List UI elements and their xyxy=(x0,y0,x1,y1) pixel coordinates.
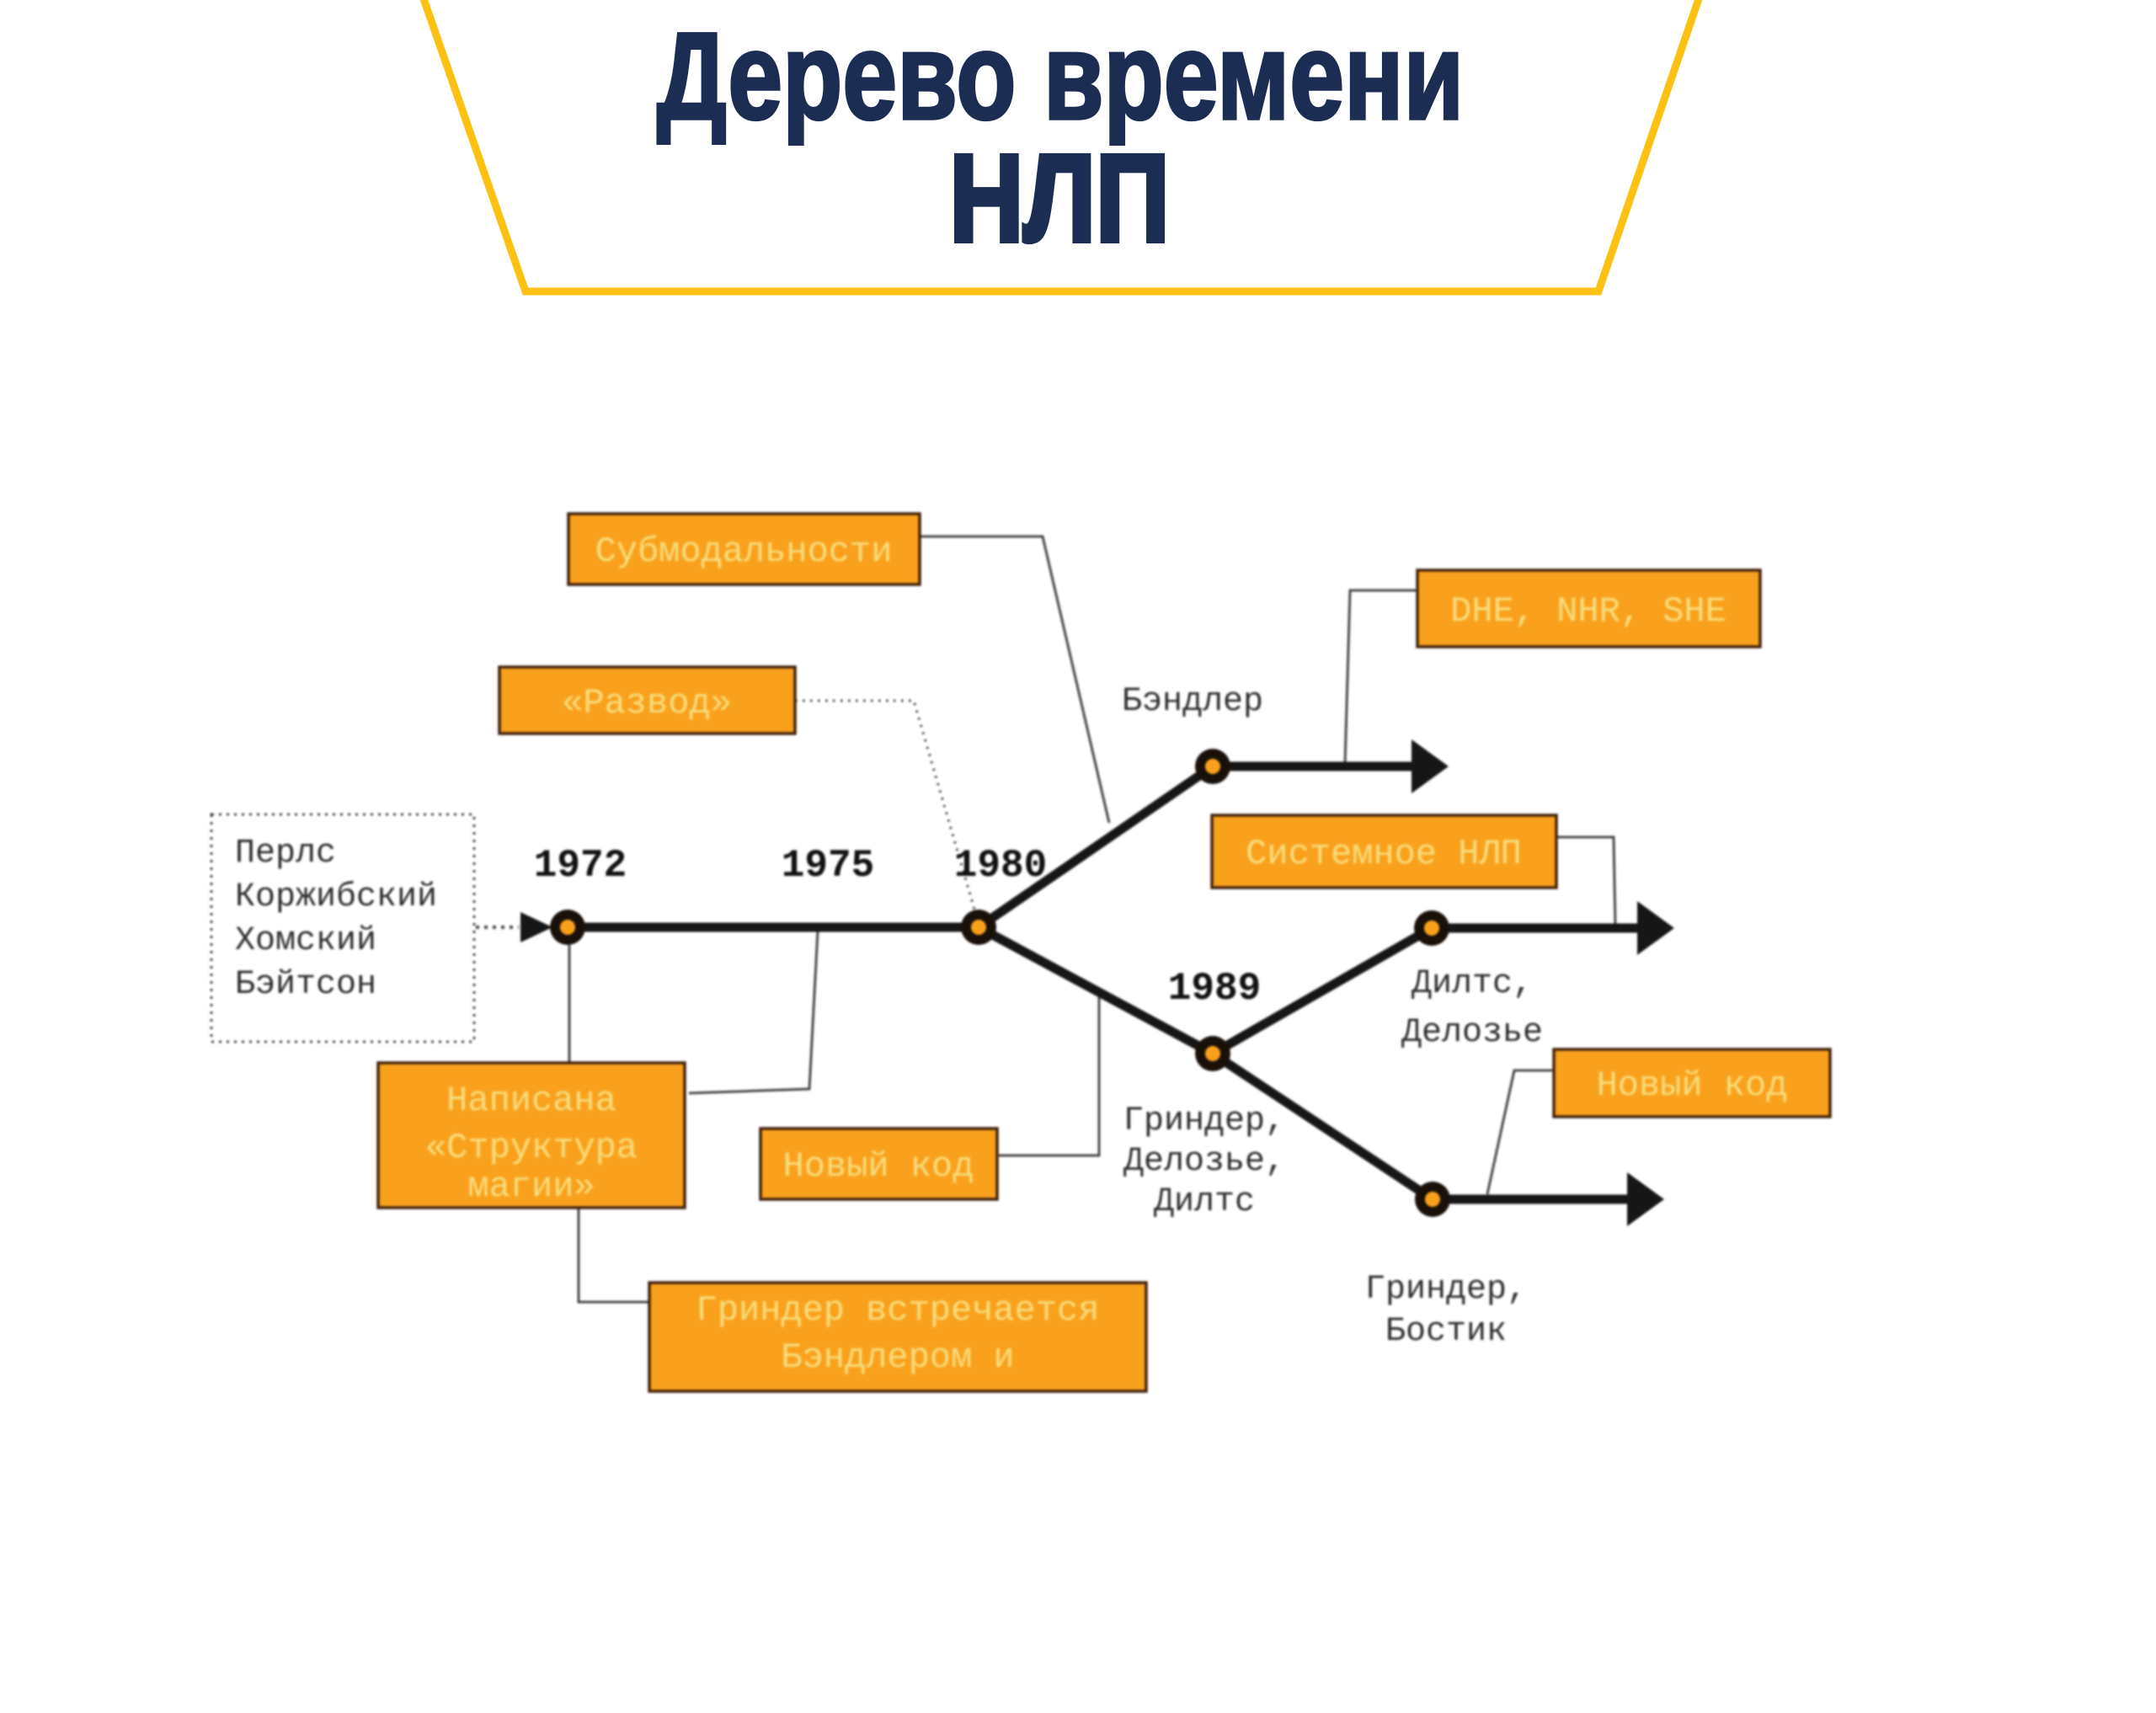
svg-text:Делозье,: Делозье, xyxy=(1123,1143,1285,1181)
svg-text:Делозье: Делозье xyxy=(1401,1014,1543,1052)
svg-text:Новый код: Новый код xyxy=(1597,1065,1788,1106)
svg-text:Бэндлером и: Бэндлером и xyxy=(781,1337,1014,1378)
svg-text:Гриндер встречается: Гриндер встречается xyxy=(696,1290,1100,1331)
svg-text:Дилтс: Дилтс xyxy=(1154,1183,1255,1221)
svg-text:DHE, NHR, SHE: DHE, NHR, SHE xyxy=(1450,591,1726,632)
svg-text:Хомский: Хомский xyxy=(235,922,376,960)
svg-text:«Структура: «Структура xyxy=(425,1128,638,1168)
svg-text:Системное НЛП: Системное НЛП xyxy=(1246,834,1522,874)
svg-text:Субмодальности: Субмодальности xyxy=(595,531,893,572)
svg-text:1980: 1980 xyxy=(954,844,1047,888)
svg-text:Коржибский: Коржибский xyxy=(235,878,437,916)
svg-text:«Развод»: «Развод» xyxy=(562,683,732,723)
svg-text:Новый код: Новый код xyxy=(783,1146,974,1187)
svg-text:1972: 1972 xyxy=(534,844,627,888)
svg-text:Написана: Написана xyxy=(446,1081,616,1121)
svg-text:Перлс: Перлс xyxy=(235,835,336,873)
svg-text:Бэйтсон: Бэйтсон xyxy=(235,966,376,1004)
svg-text:Гриндер,: Гриндер, xyxy=(1123,1102,1285,1140)
svg-text:Бостик: Бостик xyxy=(1385,1313,1507,1351)
svg-text:Бэндлер: Бэндлер xyxy=(1122,683,1263,721)
svg-text:1975: 1975 xyxy=(782,844,874,888)
svg-text:1989: 1989 xyxy=(1168,967,1261,1011)
svg-text:Гриндер,: Гриндер, xyxy=(1365,1271,1527,1309)
svg-text:магии»: магии» xyxy=(467,1166,595,1207)
svg-text:Дилтс,: Дилтс, xyxy=(1412,965,1533,1003)
